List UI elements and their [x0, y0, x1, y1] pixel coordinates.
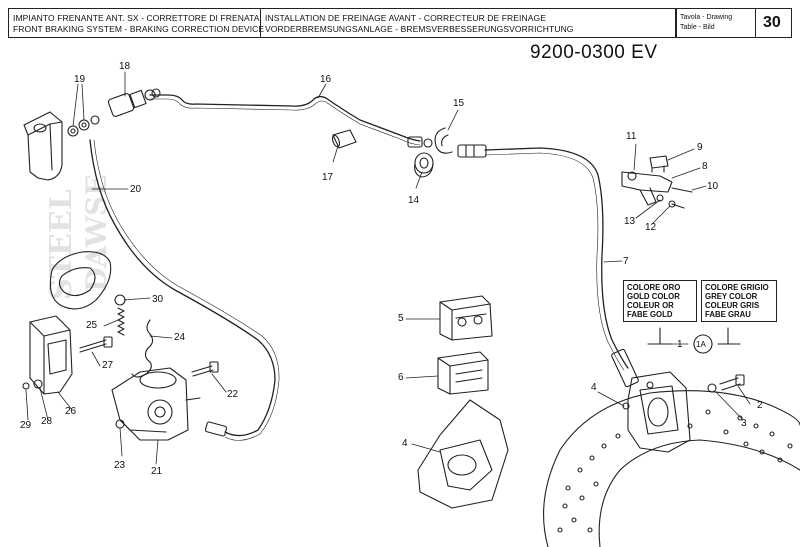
part-14-grommet	[414, 152, 434, 178]
part-22-bolt	[191, 361, 219, 377]
brake-caliper	[627, 371, 691, 453]
callout-11: 11	[626, 131, 637, 142]
callout-23: 23	[114, 460, 126, 471]
callout-24: 24	[174, 332, 186, 343]
callout-30: 30	[152, 294, 164, 305]
gold-color-line-2: GOLD COLOR	[627, 292, 680, 301]
part-24-spring	[131, 319, 154, 378]
callout-27: 27	[102, 360, 114, 371]
callout-28: 28	[41, 416, 53, 427]
part-number: 9200-0300 EV	[530, 42, 658, 63]
callout-21: 21	[151, 466, 163, 477]
color-leader-lines	[647, 327, 741, 345]
callout-13: 13	[624, 216, 636, 227]
callout-22: 22	[227, 389, 239, 400]
callout-18: 18	[119, 61, 131, 72]
part-25-spring	[117, 307, 125, 336]
brake-disc	[543, 390, 800, 547]
callout-25: 25	[86, 320, 98, 331]
header-divider	[260, 8, 261, 38]
part-4-washer	[622, 402, 630, 410]
callout-2: 2	[757, 400, 763, 411]
header-title-box	[8, 8, 676, 38]
gold-color-box: COLORE ORO GOLD COLOR COLEUR OR FABE GOL…	[623, 280, 697, 322]
title-italian: IMPIANTO FRENANTE ANT. SX - CORRETTORE D…	[13, 13, 260, 23]
brake-pipe-16	[149, 94, 421, 142]
part-5-brake-pads	[439, 295, 493, 341]
callout-leaders	[25, 71, 751, 465]
gold-color-line-1: COLORE ORO	[627, 283, 681, 292]
part-21-correction-device	[111, 367, 201, 441]
callout-14: 14	[408, 195, 420, 206]
part-29-nut	[22, 382, 30, 390]
callout-8: 8	[702, 161, 708, 172]
part-30-nut	[114, 294, 126, 306]
part-30-boot	[49, 251, 112, 310]
brake-hose-7	[484, 147, 629, 369]
title-german: VORDERBREMSUNGSANLAGE - BREMSVERBESSERUN…	[265, 24, 574, 34]
upper-bracket	[23, 111, 63, 181]
part-28-washer	[33, 379, 43, 389]
tavola-label-1: Tavola - Drawing	[680, 14, 733, 21]
part-23-nut	[115, 419, 125, 429]
part-15-clip	[434, 127, 453, 154]
callout-3: 3	[741, 418, 747, 429]
callout-26: 26	[65, 406, 77, 417]
callout-7: 7	[623, 256, 629, 267]
part-18-fitting	[107, 88, 161, 117]
callout-15: 15	[453, 98, 465, 109]
callout-29: 29	[20, 420, 32, 431]
brake-hose-7-inner	[484, 152, 625, 371]
callout-10: 10	[707, 181, 719, 192]
callout-12: 12	[645, 222, 657, 233]
gold-color-line-3: COLEUR OR	[627, 301, 674, 310]
callout-9: 9	[697, 142, 703, 153]
callout-1a-circle	[693, 334, 713, 354]
brake-pipe-20-inner	[93, 139, 280, 441]
part-19-washers	[67, 115, 100, 137]
grey-color-line-4: FABE GRAU	[705, 310, 751, 319]
grey-color-line-1: COLORE GRIGIO	[705, 283, 769, 292]
callout-1: 1	[677, 339, 683, 350]
line-20-end-fitting	[204, 421, 228, 437]
callout-4-shim: 4	[402, 438, 408, 449]
part-4-shim	[417, 399, 509, 509]
title-english: FRONT BRAKING SYSTEM - BRAKING CORRECTIO…	[13, 24, 265, 34]
union-fitting	[407, 136, 433, 148]
hose-fitting-bottom	[611, 348, 639, 388]
grey-color-line-3: COLEUR GRIS	[705, 301, 760, 310]
part-17-pin	[331, 129, 357, 149]
title-french: INSTALLATION DE FREINAGE AVANT - CORRECT…	[265, 13, 547, 23]
callout-1a: 1A	[696, 340, 706, 349]
part-2-3-bolt	[707, 374, 745, 393]
grey-color-box: COLORE GRIGIO GREY COLOR COLEUR GRIS FAB…	[701, 280, 777, 322]
callout-4-caliper: 4	[591, 382, 597, 393]
callout-20: 20	[130, 184, 142, 195]
brake-pipe-20	[89, 139, 276, 437]
callout-17: 17	[322, 172, 334, 183]
part-6-brake-pads	[437, 351, 489, 395]
gold-color-line-4: FABE GOLD	[627, 310, 673, 319]
callout-19: 19	[74, 74, 86, 85]
callout-5: 5	[398, 313, 404, 324]
part-26-bracket	[29, 315, 73, 395]
callout-6: 6	[398, 372, 404, 383]
hose-clamp-bracket	[621, 155, 693, 209]
header-sheet-box	[676, 8, 792, 38]
part-27-bolt	[79, 336, 113, 353]
hose-fitting-top	[457, 144, 487, 158]
header-divider-2	[755, 8, 756, 38]
callout-16: 16	[320, 74, 332, 85]
tavola-label-2: Table - Bild	[680, 24, 715, 31]
sheet-number: 30	[763, 14, 781, 31]
brake-pipe-16-inner	[149, 98, 421, 146]
grey-color-line-2: GREY COLOR	[705, 292, 758, 301]
